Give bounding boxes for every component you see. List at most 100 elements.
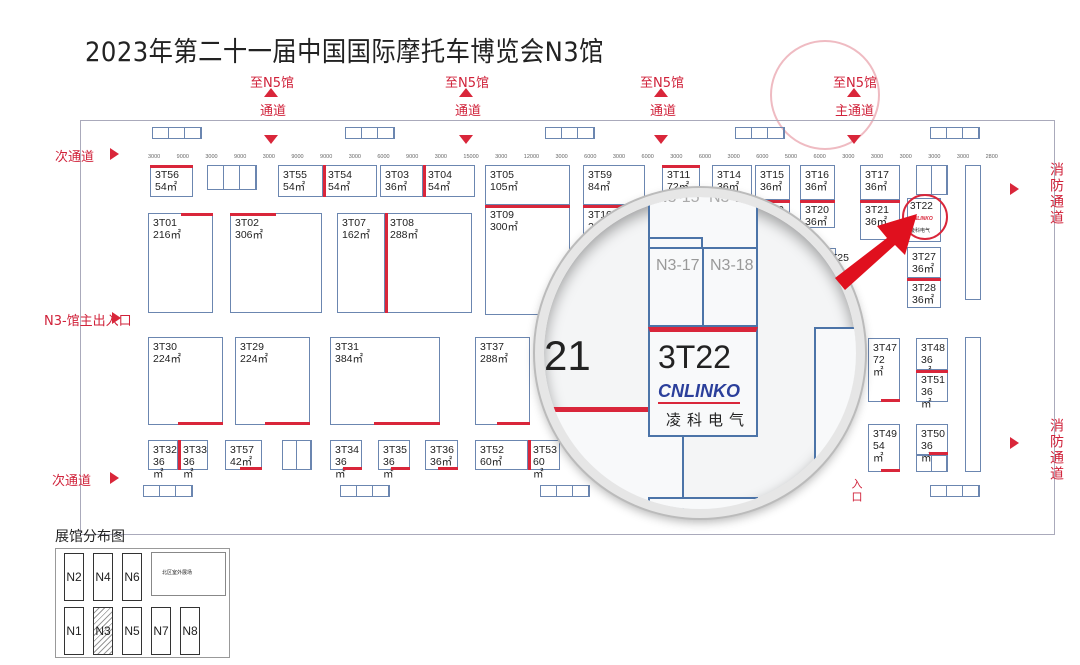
booth[interactable]: 3T30 224㎡ [148,337,223,425]
booth-opening-marker [390,467,410,470]
booth-area: 36㎡ [805,216,828,228]
booth-opening-marker [342,467,362,470]
booth-opening-marker [497,422,530,425]
booth-opening-marker [230,213,276,216]
dimension-label: 3000 [928,154,941,160]
booth[interactable]: 3T20 36㎡ [800,200,835,228]
arrow-up-icon [847,88,861,97]
booth-opening-marker [265,422,310,425]
booth[interactable]: 3T02 306㎡ [230,213,322,313]
small-booth-column [965,165,981,300]
booth[interactable]: 3T07 162㎡ [337,213,385,313]
booth-opening-marker [907,278,941,281]
booth[interactable]: 3T15 36㎡ [755,165,790,200]
hall-N4[interactable]: N4 [93,553,113,601]
arrow-up-icon [654,88,668,97]
booth-opening-marker [180,213,213,216]
hall-N7[interactable]: N7 [151,607,171,655]
booth-id: 3T37 [480,341,504,353]
booth[interactable]: 3T47 72㎡ [868,338,900,402]
dimension-label: 3000 [348,154,361,160]
to-n5-label: 至N5馆 [640,76,684,91]
booth-area: 162㎡ [342,229,371,241]
booth[interactable]: 3T03 36㎡ [380,165,423,197]
hall-N1[interactable]: N1 [64,607,84,655]
booth[interactable]: 3T59 84㎡ [583,165,645,205]
passage-label: 通道 [455,104,482,119]
small-booth-strip [143,485,193,497]
booth[interactable]: 3T33 36㎡ [178,440,208,480]
arrow-right-icon [110,472,119,484]
booth-id: 3T32 [153,444,177,456]
booth[interactable]: 3T31 384㎡ [330,337,440,425]
booth-id: 3T11 [667,169,691,181]
booth-area: 60㎡ [480,456,503,468]
booth[interactable]: 3T37 288㎡ [475,337,530,425]
booth-id: 3T27 [912,251,936,263]
booth-id: 3T08 [390,217,414,229]
booth-area: 224㎡ [153,353,182,365]
booth[interactable]: 3T57 42㎡ [225,440,262,470]
booth-id: 3T21 [865,204,889,216]
booth[interactable]: 3T54 54㎡ [323,165,377,197]
hall-N8[interactable]: N8 [180,607,200,655]
booth-area: 36㎡ [865,181,888,193]
booth[interactable]: 3T17 36㎡ [860,165,900,200]
booth-area: 224㎡ [240,353,269,365]
booth-id: 3T54 [328,169,352,181]
booth[interactable]: 3T05 105㎡ [485,165,570,205]
booth[interactable]: 3T36 36㎡ [425,440,458,470]
booth-opening-marker [150,165,193,168]
booth-area: 36㎡ [805,181,828,193]
arrow-down-icon [264,135,278,144]
booth-area: 84㎡ [588,181,611,193]
small-booth-strip [735,127,785,139]
dimension-label: 3000 [262,154,275,160]
booth[interactable]: 3T16 36㎡ [800,165,835,200]
page-title: 2023年第二十一届中国国际摩托车博览会N3馆 [85,37,604,68]
hall-outline [80,120,1055,535]
dimension-label: 3000 [670,154,683,160]
booth-area: 288㎡ [390,229,419,241]
booth-area: 36㎡ [921,386,933,410]
booth-opening-marker [438,467,458,470]
passage-label: 主通道 [835,104,875,119]
booth[interactable]: 3T28 36㎡ [907,278,941,308]
booth-opening-marker [178,422,223,425]
hall-N6[interactable]: N6 [122,553,142,601]
booth[interactable]: 3T49 54㎡ [868,424,900,472]
booth[interactable]: 3T35 36㎡ [378,440,410,480]
booth[interactable]: 3T29 224㎡ [235,337,310,425]
booth-area: 54㎡ [155,181,178,193]
booth[interactable]: 3T04 54㎡ [423,165,475,197]
booth-id: 3T03 [385,169,409,181]
booth[interactable]: 3T27 36㎡ [907,247,941,278]
booth-id: 3T50 [921,428,945,440]
highlight-circle [902,194,948,240]
booth-area: 384㎡ [335,353,364,365]
dimension-label: 6000 [813,154,826,160]
booth[interactable]: 3T52 60㎡ [475,440,528,470]
hall-N2[interactable]: N2 [64,553,84,601]
booth[interactable]: 3T01 216㎡ [148,213,213,313]
hall-N3[interactable]: N3 [93,607,113,655]
booth[interactable]: 3T08 288㎡ [385,213,472,313]
booth-area: 36㎡ [183,456,195,480]
booth-id: 3T20 [805,204,829,216]
booth[interactable]: 3T34 36㎡ [330,440,362,480]
booth[interactable]: 3T55 54㎡ [278,165,323,197]
booth[interactable]: 3T51 36㎡ [916,370,948,410]
booth[interactable]: 3T32 36㎡ [148,440,178,480]
pointer-arrow-icon [835,214,917,290]
dimension-label: 2800 [985,154,998,160]
booth-id: 3T31 [335,341,359,353]
booth[interactable]: 3T56 54㎡ [150,165,193,197]
dimension-label: 9000 [406,154,419,160]
booth[interactable]: 3T48 36㎡ [916,338,948,378]
booth[interactable]: 3T50 36㎡ [916,424,948,464]
small-booth-strip [340,485,390,497]
hall-N5[interactable]: N5 [122,607,142,655]
dimension-label: 9000 [291,154,304,160]
booth-area: 300㎡ [490,221,519,233]
booth-opening-marker [374,422,440,425]
